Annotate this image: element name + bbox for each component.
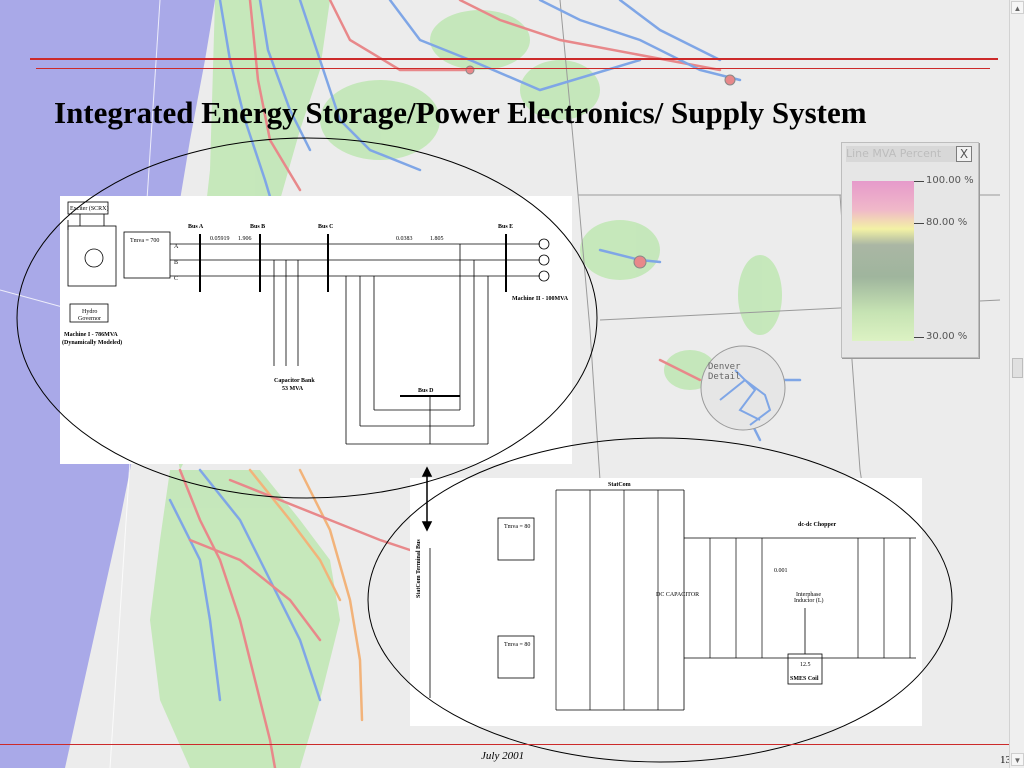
dc-capacitor-label: DC CAPACITOR (656, 592, 699, 598)
title-rule-top (30, 58, 998, 60)
line-value-2b: 1.805 (430, 236, 444, 242)
hydro-label-1: Hydro (82, 309, 97, 315)
power-system-schematic: Exciter (SCRX) Hydro Governor Machine I … (60, 196, 572, 464)
hydro-label-2: Governor (78, 316, 101, 322)
bus-c-label: Bus C (318, 224, 334, 230)
statcom-label: StatCom (608, 482, 631, 488)
transformer-label-b2: Tmva = 80 (504, 642, 530, 648)
denver-label-line1: Denver (708, 362, 741, 372)
smes-label: SMES Coil (790, 676, 819, 682)
title-rule-second (36, 68, 990, 69)
capbank-label-2: 53 MVA (282, 386, 304, 392)
exciter-label: Exciter (SCRX) (70, 205, 109, 212)
bus-e-label: Bus E (498, 224, 513, 230)
scroll-down-icon[interactable]: ▼ (1011, 753, 1024, 766)
denver-detail-label: Denver Detail (708, 362, 741, 382)
slide-title: Integrated Energy Storage/Power Electron… (54, 95, 867, 130)
denver-label-line2: Detail (708, 372, 741, 382)
inductance-value: 0.001 (774, 568, 788, 574)
legend-label-30: 30.00 % (926, 331, 968, 342)
coil-value: 12.5 (800, 662, 811, 668)
legend-tick-100 (914, 181, 924, 182)
machine1-label-2: (Dynamically Modeled) (62, 339, 122, 346)
transformer-label-a: Tmva = 700 (130, 238, 159, 244)
statcom-smes-schematic: StatCom dc-dc Chopper SMES Coil 12.5 DC … (410, 478, 922, 726)
line-value-2a: 0.0383 (396, 236, 413, 242)
bus-d-label: Bus D (418, 388, 434, 394)
terminal-bus-label: StatCom Terminal Bus (416, 539, 422, 598)
legend-tick-80 (914, 223, 924, 224)
line-value-1a: 0.05919 (210, 236, 230, 242)
legend-tick-30 (914, 337, 924, 338)
phase-label-b: B (174, 260, 178, 266)
line-value-1b: 1.906 (238, 236, 252, 242)
legend-label-100: 100.00 % (926, 175, 974, 186)
interphase-label-2: Inductor (L) (794, 597, 824, 604)
phase-label-a: A (174, 244, 179, 250)
bus-b-label: Bus B (250, 224, 265, 230)
transformer-label-b1: Tmva = 80 (504, 524, 530, 530)
chopper-label: dc-dc Chopper (798, 522, 837, 528)
bus-a-label: Bus A (188, 224, 204, 230)
scroll-thumb[interactable] (1012, 358, 1023, 378)
machine-1-block (67, 201, 171, 323)
page-number: 13 (1000, 754, 1011, 766)
legend-close-button[interactable]: X (956, 146, 972, 162)
capbank-label-1: Capacitor Bank (274, 378, 315, 384)
legend-color-scale (852, 181, 914, 341)
scroll-up-icon[interactable]: ▲ (1011, 1, 1024, 14)
machine2-label: Machine II - 100MVA (512, 296, 569, 302)
legend-label-80: 80.00 % (926, 217, 968, 228)
footer-date: July 2001 (481, 750, 525, 762)
footer-rule (0, 744, 1024, 745)
vertical-scrollbar[interactable]: ▲ ▼ (1009, 0, 1024, 768)
legend-title: Line MVA Percent (846, 146, 956, 162)
line-mva-legend[interactable]: Line MVA Percent X 100.00 % 80.00 % 30.0… (841, 142, 979, 358)
machine1-label-1: Machine I - 786MVA (64, 332, 118, 338)
phase-label-c: C (174, 276, 178, 282)
